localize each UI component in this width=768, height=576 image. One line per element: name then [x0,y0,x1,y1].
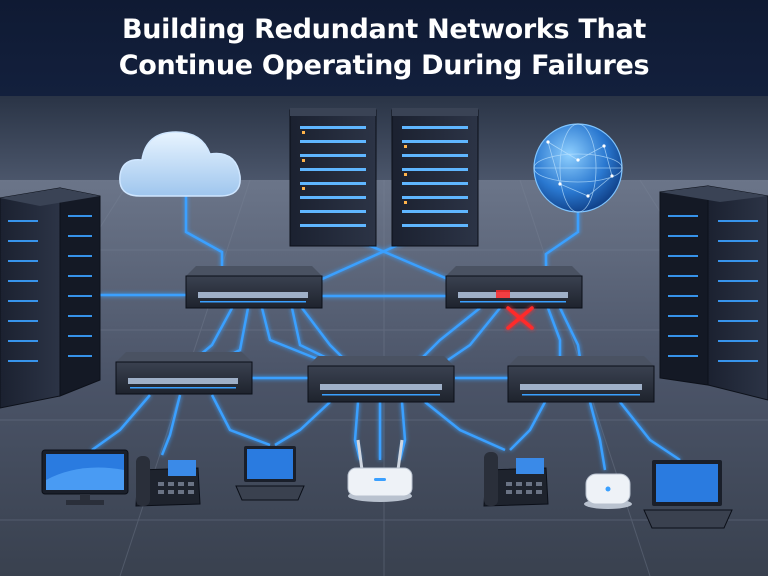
access-point-icon [584,474,632,509]
ip-phone-icon [136,456,200,506]
network-switch-icon [116,352,252,394]
ip-phone-icon [484,452,548,506]
page-title-line-2: Continue Operating During Failures [119,48,650,84]
title-banner: Building Redundant Networks That Continu… [0,0,768,96]
globe-icon [534,124,622,212]
laptop-icon [236,446,304,500]
network-switch-icon [446,266,582,308]
server-rack-icon [290,108,376,246]
page-title-line-1: Building Redundant Networks That [122,12,646,48]
network-switch-icon [508,356,654,402]
laptop-icon [644,460,732,528]
network-switch-icon [186,266,322,308]
network-switch-icon [308,356,454,402]
server-rack-icon [0,188,100,408]
server-rack-icon [392,108,478,246]
server-rack-icon [660,186,768,400]
